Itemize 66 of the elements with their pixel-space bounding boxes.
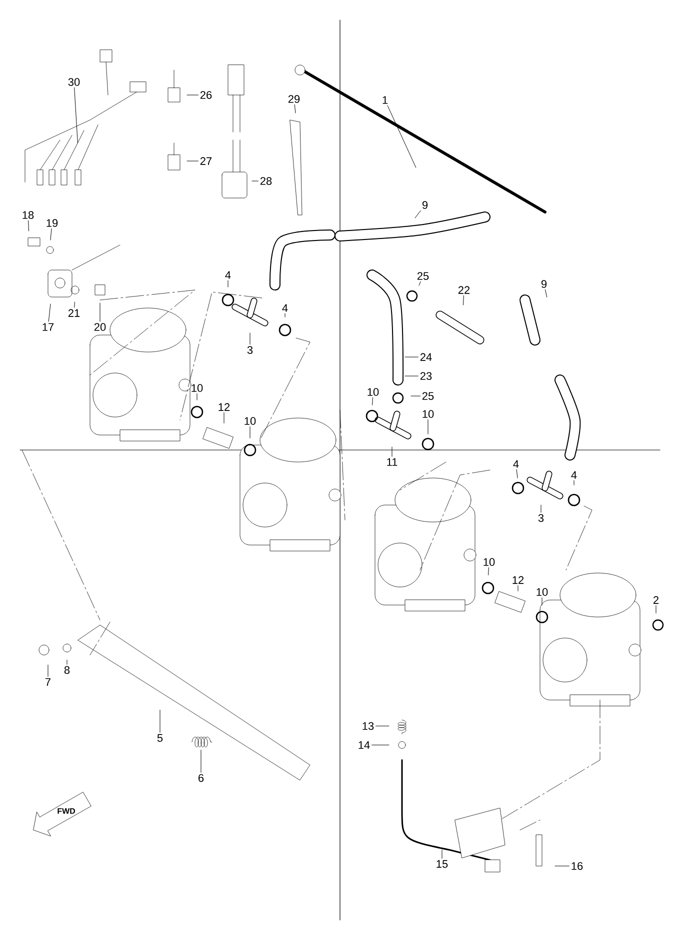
leader-line bbox=[294, 104, 296, 114]
callout-number: 13 bbox=[362, 722, 374, 730]
leader-line bbox=[372, 397, 373, 406]
callout-number: 19 bbox=[46, 219, 58, 227]
leader-line bbox=[66, 660, 68, 665]
leader-line bbox=[28, 220, 30, 232]
callout-number: 3 bbox=[538, 514, 544, 522]
callout-number: 25 bbox=[422, 392, 434, 400]
leader-line bbox=[414, 210, 421, 218]
leader-line bbox=[372, 744, 390, 746]
callout-number: 29 bbox=[288, 95, 300, 103]
callout-number: 4 bbox=[571, 471, 577, 479]
callout-number: 12 bbox=[512, 576, 524, 584]
leader-line bbox=[387, 105, 416, 168]
leader-line bbox=[74, 302, 75, 308]
callout-number: 27 bbox=[200, 157, 212, 165]
callout-number: 9 bbox=[422, 201, 428, 209]
leader-line bbox=[284, 313, 286, 318]
callout-number: 7 bbox=[46, 678, 50, 686]
callout-number: 30 bbox=[68, 78, 80, 86]
callout-number: 26 bbox=[200, 91, 212, 99]
callout-number: 3 bbox=[247, 346, 253, 354]
callout-number: 10 bbox=[192, 384, 203, 392]
callout-number: 10 bbox=[484, 558, 495, 566]
callout-number: 10 bbox=[536, 588, 548, 596]
leader-line bbox=[186, 160, 198, 162]
callout-number: 10 bbox=[422, 410, 434, 418]
callout-number: 15 bbox=[436, 860, 448, 868]
callout-number: 1 bbox=[382, 96, 388, 104]
callout-number: 23 bbox=[420, 372, 432, 380]
callout-number: 4 bbox=[282, 304, 288, 312]
callout-number: 9 bbox=[541, 280, 547, 288]
leader-line bbox=[516, 469, 518, 478]
leader-line bbox=[200, 750, 202, 773]
leader-line bbox=[462, 295, 464, 306]
leader-line bbox=[540, 504, 542, 513]
leader-line bbox=[196, 393, 198, 400]
callout-number: 10 bbox=[244, 417, 256, 425]
callout-number: 16 bbox=[572, 862, 583, 870]
callout-number: 14 bbox=[358, 741, 370, 749]
callout-number: 10 bbox=[368, 388, 379, 396]
callout-number: 4 bbox=[513, 460, 519, 468]
callout-number: 28 bbox=[260, 177, 272, 185]
leader-line bbox=[404, 356, 418, 358]
callout-number: 12 bbox=[218, 403, 230, 411]
leader-line bbox=[488, 567, 489, 576]
leader-line bbox=[74, 87, 78, 144]
leader-line bbox=[50, 228, 52, 240]
callout-number: 4 bbox=[225, 271, 231, 279]
callout-number: 24 bbox=[420, 353, 432, 361]
callout-number: 18 bbox=[22, 211, 34, 219]
leader-line bbox=[252, 180, 258, 182]
callout-number: 5 bbox=[157, 734, 163, 742]
callout-number: 20 bbox=[94, 323, 106, 331]
leader-line bbox=[186, 94, 198, 96]
callout-number: 8 bbox=[64, 666, 70, 674]
callout-number: 22 bbox=[458, 286, 470, 294]
callout-number: 6 bbox=[198, 774, 204, 782]
callout-number: 25 bbox=[417, 272, 429, 280]
callout-number: 2 bbox=[654, 596, 658, 604]
callout-number: 21 bbox=[68, 309, 80, 317]
leader-line bbox=[544, 289, 548, 298]
callout-number: 17 bbox=[42, 323, 54, 331]
leader-line bbox=[418, 281, 421, 286]
leader-line bbox=[48, 304, 51, 322]
callout-number: 11 bbox=[387, 458, 398, 466]
